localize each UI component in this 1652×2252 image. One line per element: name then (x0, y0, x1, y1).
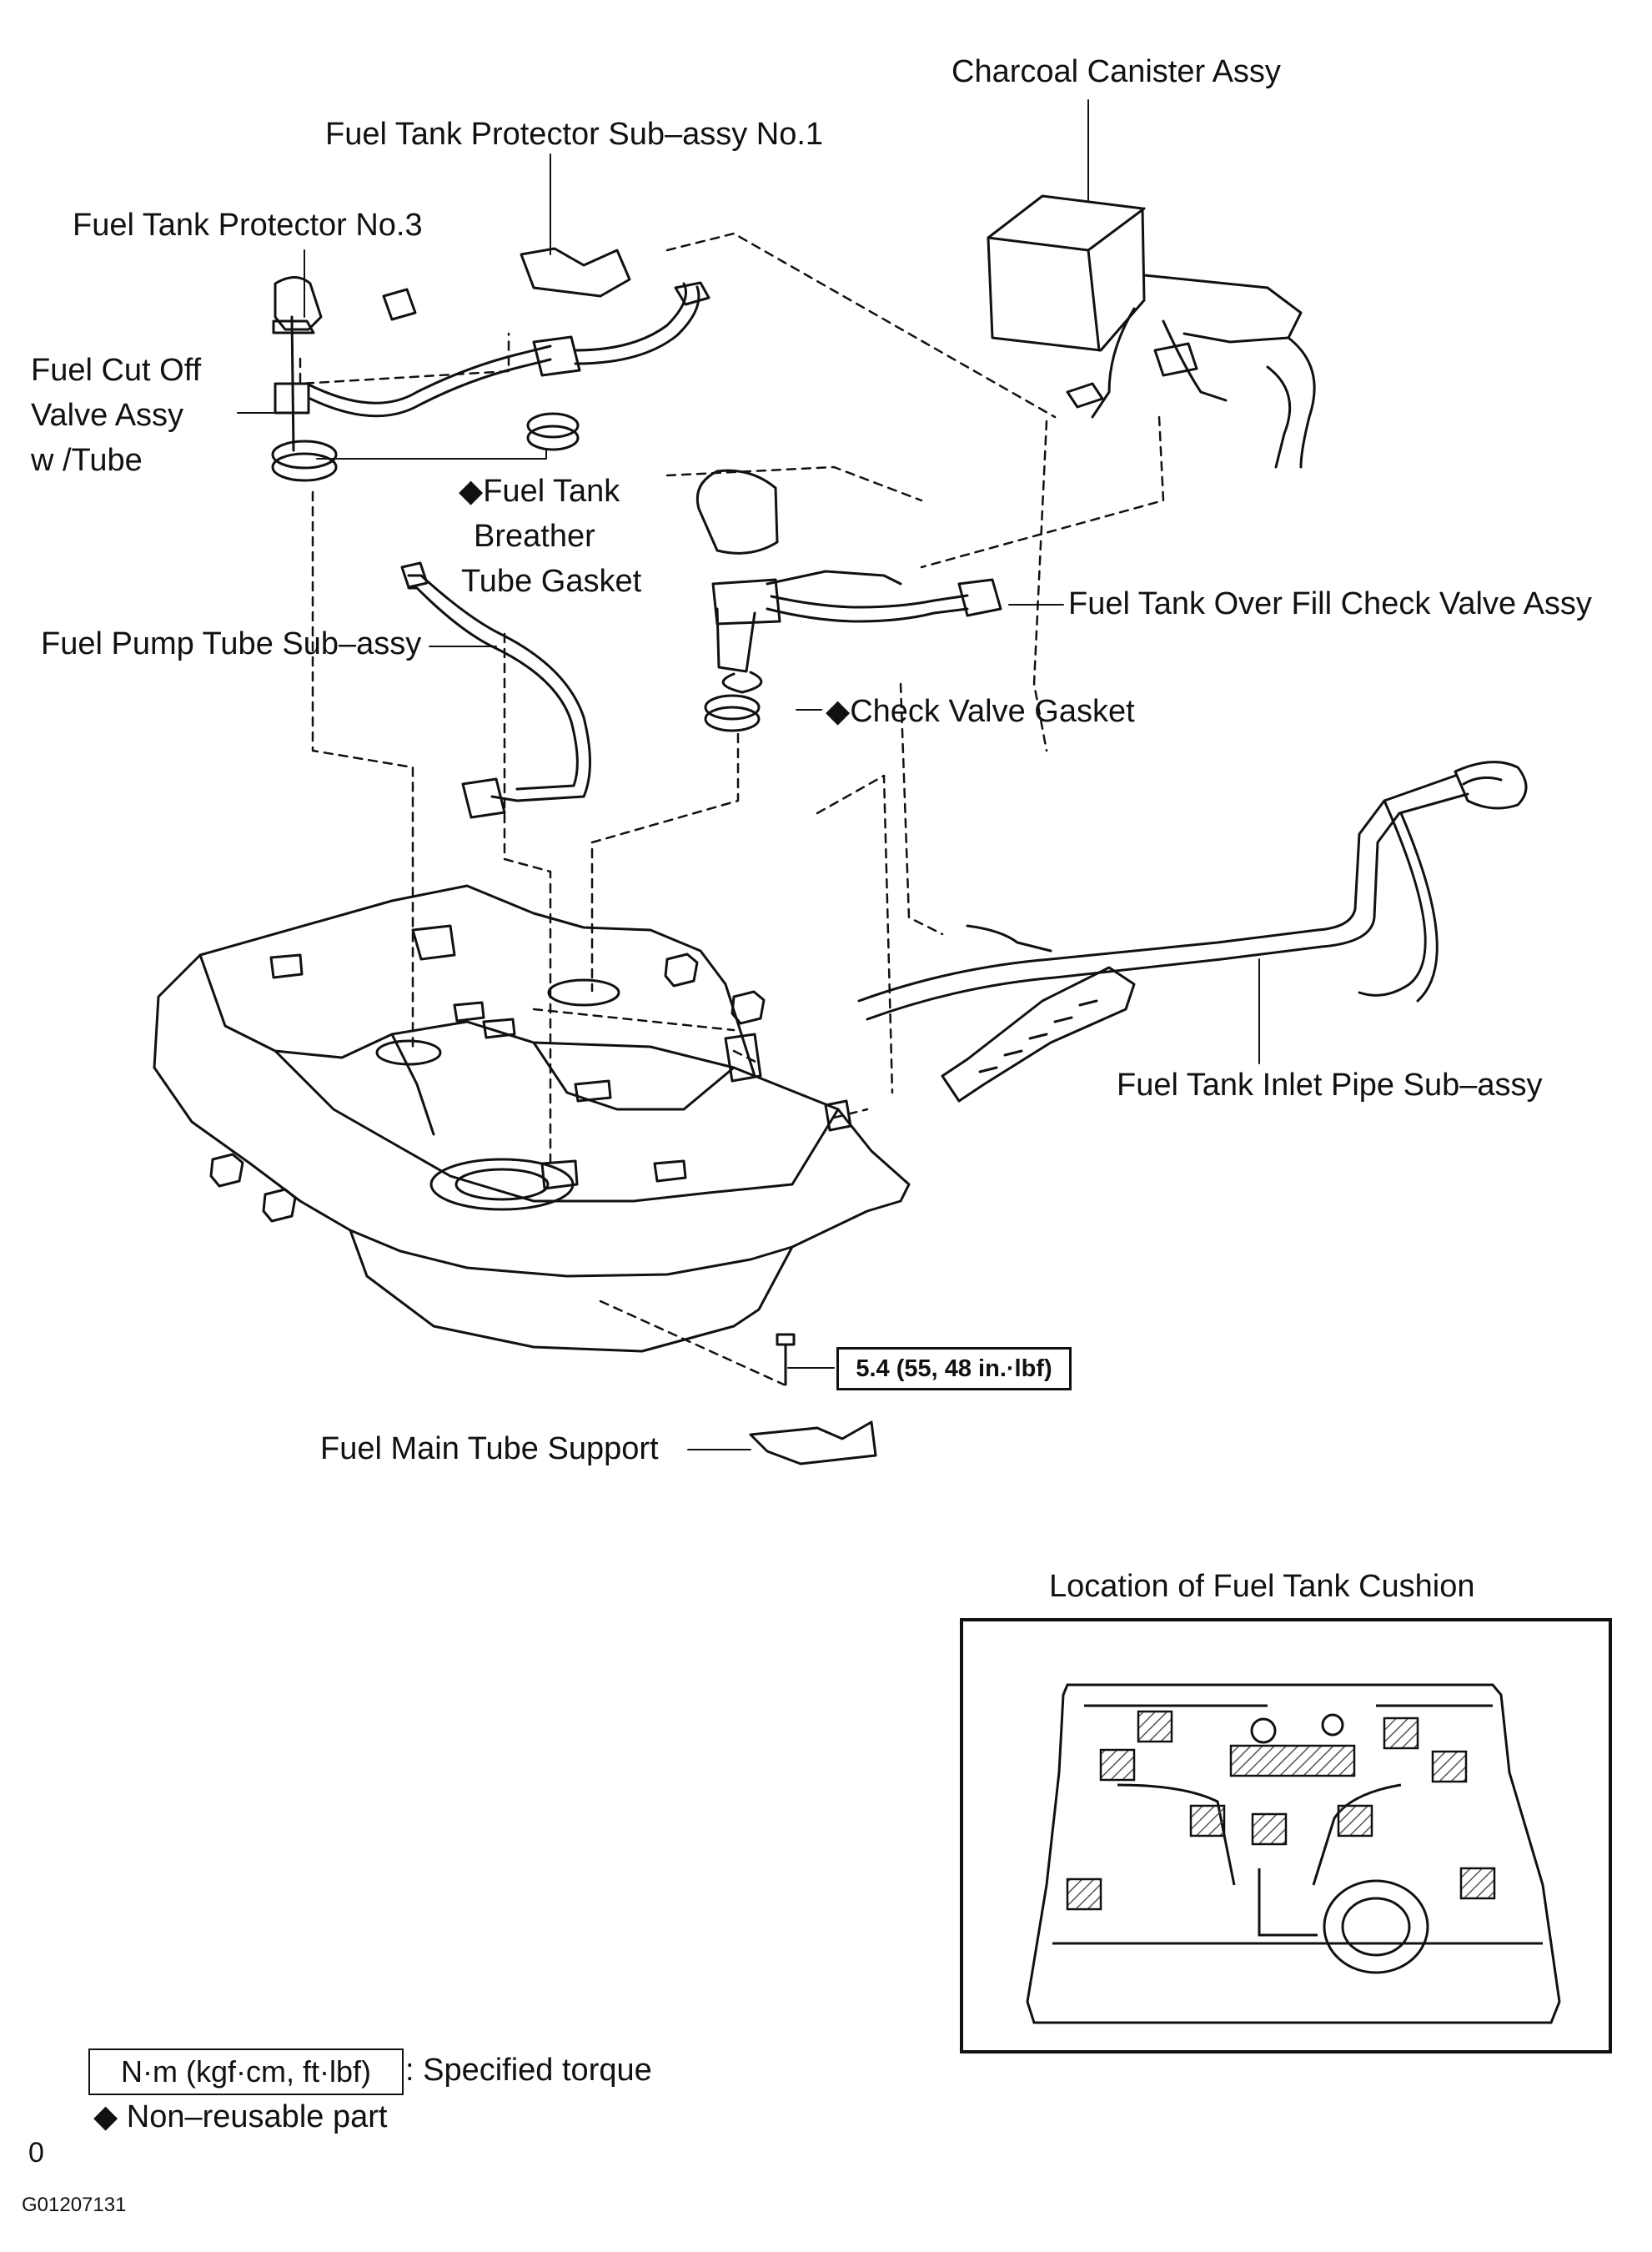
label-check-valve-gasket: ◆Check Valve Gasket (826, 694, 1135, 729)
cushion-location-inset (1026, 1683, 1561, 2024)
inset-title: Location of Fuel Tank Cushion (1049, 1569, 1475, 1604)
tank-clips (209, 953, 766, 1223)
figure-id: G01207131 (22, 2194, 127, 2216)
protectors (274, 247, 631, 331)
label-fuel-cut-off-valve: Fuel Cut Off Valve Assy w /Tube (31, 353, 202, 478)
assembly-lines (299, 232, 1165, 1386)
over-fill-check-valve (695, 469, 1002, 732)
inset-frame (960, 1618, 1612, 2053)
fuel-tank-inlet-pipe (857, 761, 1528, 1103)
label-inlet-pipe: Fuel Tank Inlet Pipe Sub–assy (1117, 1068, 1543, 1103)
legend-nonreusable: ◆ Non–reusable part (93, 2099, 388, 2134)
legend-torque-text: : Specified torque (405, 2053, 652, 2088)
fuel-cut-off-valve (271, 281, 711, 482)
label-protector-no3: Fuel Tank Protector No.3 (73, 208, 423, 243)
label-breather-tube-gasket: ◆Fuel Tank Breather Tube Gasket (459, 474, 642, 599)
page-mark: 0 (28, 2137, 44, 2169)
label-protector-no1: Fuel Tank Protector Sub–assy No.1 (325, 117, 824, 152)
charcoal-canister (987, 194, 1316, 469)
leader-lines (237, 99, 1260, 1450)
torque-spec-box: 5.4 (55, 48 in.·lbf) (836, 1347, 1072, 1390)
legend-torque-unit: N·m (kgf·cm, ft·lbf) (88, 2048, 404, 2095)
cushion-pads (1066, 1710, 1496, 1911)
fuel-tank (153, 884, 911, 1353)
label-fuel-pump-tube: Fuel Pump Tube Sub–assy (41, 626, 422, 661)
label-charcoal-canister: Charcoal Canister Assy (952, 54, 1281, 89)
label-over-fill-check-valve: Fuel Tank Over Fill Check Valve Assy (1068, 586, 1592, 621)
fuel-pump-tube (400, 561, 591, 819)
main-tube-support (749, 1333, 877, 1465)
label-main-tube-support: Fuel Main Tube Support (320, 1431, 659, 1466)
